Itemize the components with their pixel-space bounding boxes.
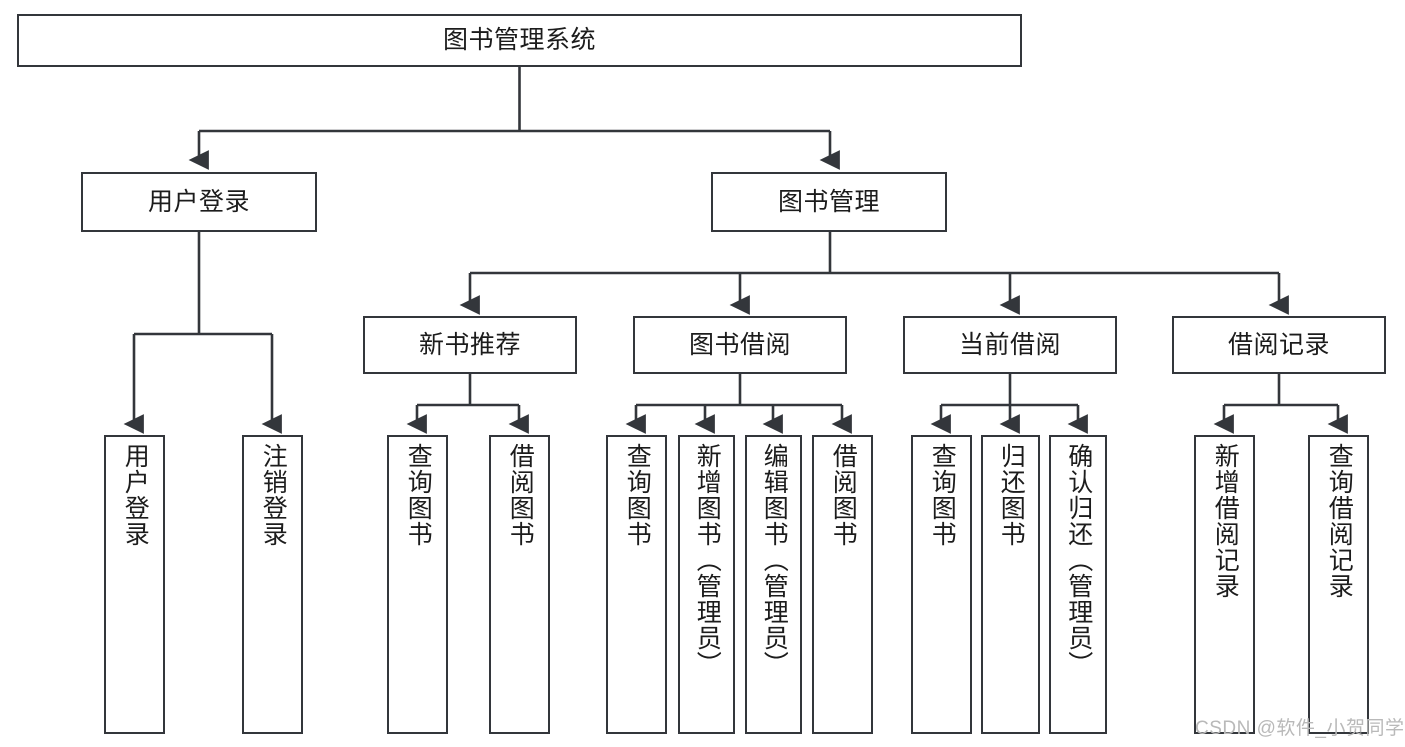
- node-current-borrow[interactable]: 当前借阅: [903, 316, 1117, 374]
- node-label: 用户登录: [147, 187, 250, 216]
- node-label: 查询图书: [928, 443, 957, 547]
- node-label: 用户登录: [121, 443, 150, 547]
- node-label: 查询图书: [623, 443, 652, 547]
- node-leaf-logout-login[interactable]: 注销登录: [242, 435, 303, 734]
- node-leaf-edit-book[interactable]: 编辑图书（管理员）: [745, 435, 802, 734]
- node-leaf-add-book[interactable]: 新增图书（管理员）: [678, 435, 735, 734]
- node-leaf-return-book[interactable]: 归还图书: [981, 435, 1040, 734]
- node-label: 新增图书（管理员）: [693, 443, 722, 677]
- node-label: 注销登录: [259, 443, 288, 547]
- node-label: 确认归还（管理员）: [1064, 443, 1093, 677]
- node-root-system[interactable]: 图书管理系统: [17, 14, 1022, 67]
- node-label: 新增借阅记录: [1211, 443, 1240, 599]
- node-leaf-user-login[interactable]: 用户登录: [104, 435, 165, 734]
- node-label: 查询图书: [404, 443, 433, 547]
- node-leaf-add-record[interactable]: 新增借阅记录: [1194, 435, 1255, 734]
- node-leaf-borrow-book-2[interactable]: 借阅图书: [812, 435, 873, 734]
- node-label: 图书借阅: [688, 330, 791, 359]
- node-new-book-recommend[interactable]: 新书推荐: [363, 316, 577, 374]
- node-label: 新书推荐: [418, 330, 521, 359]
- node-leaf-query-record[interactable]: 查询借阅记录: [1308, 435, 1369, 734]
- node-book-management[interactable]: 图书管理: [711, 172, 947, 232]
- node-book-borrow[interactable]: 图书借阅: [633, 316, 847, 374]
- node-label: 查询借阅记录: [1325, 443, 1354, 599]
- node-label: 编辑图书（管理员）: [760, 443, 789, 677]
- node-leaf-confirm-return[interactable]: 确认归还（管理员）: [1049, 435, 1107, 734]
- node-label: 图书管理: [777, 187, 880, 216]
- node-user-login[interactable]: 用户登录: [81, 172, 317, 232]
- node-label: 当前借阅: [958, 330, 1061, 359]
- node-leaf-query-book-3[interactable]: 查询图书: [911, 435, 972, 734]
- node-label: 借阅图书: [506, 443, 535, 547]
- node-leaf-query-book-1[interactable]: 查询图书: [387, 435, 448, 734]
- node-leaf-query-book-2[interactable]: 查询图书: [606, 435, 667, 734]
- node-label: 图书管理系统: [442, 26, 596, 55]
- node-leaf-borrow-book-1[interactable]: 借阅图书: [489, 435, 550, 734]
- node-label: 借阅记录: [1227, 330, 1330, 359]
- node-label: 归还图书: [997, 443, 1026, 547]
- node-borrow-record[interactable]: 借阅记录: [1172, 316, 1386, 374]
- node-label: 借阅图书: [829, 443, 858, 547]
